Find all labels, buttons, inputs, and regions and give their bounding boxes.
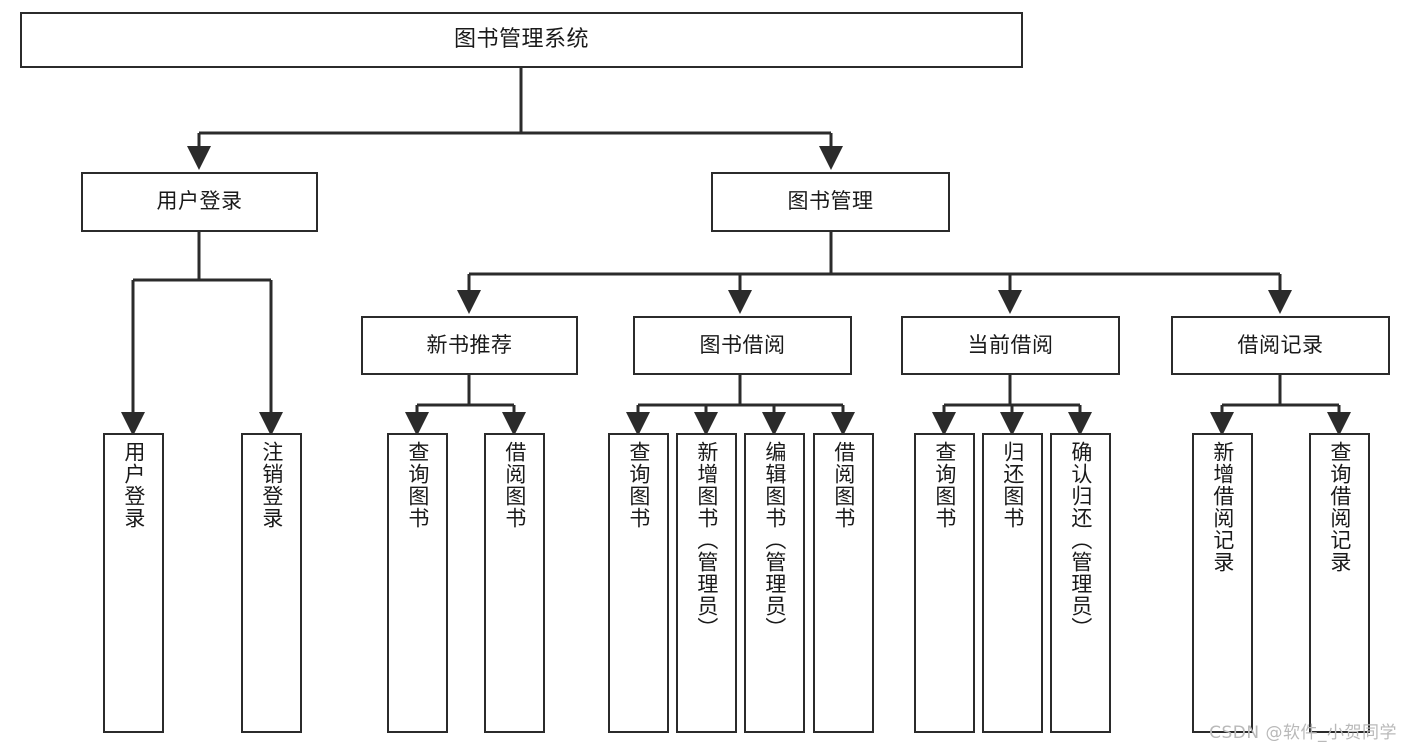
leaf-current-borrow-return-label: 归还图书 bbox=[1000, 441, 1025, 529]
node-root[interactable]: 图书管理系统 bbox=[20, 12, 1023, 68]
csdn-watermark: CSDN @软件_小贺同学 bbox=[1209, 723, 1397, 743]
leaf-new-book-query-label: 查询图书 bbox=[405, 441, 430, 529]
leaf-new-book-borrow-label: 借阅图书 bbox=[502, 441, 527, 529]
leaf-current-borrow-query[interactable]: 查询图书 bbox=[914, 433, 975, 733]
node-book-management-label: 图书管理 bbox=[787, 189, 874, 214]
node-borrow-record-label: 借阅记录 bbox=[1237, 332, 1324, 357]
node-current-borrow[interactable]: 当前借阅 bbox=[901, 316, 1120, 375]
leaf-current-borrow-return[interactable]: 归还图书 bbox=[982, 433, 1043, 733]
node-new-book-recommend-label: 新书推荐 bbox=[426, 332, 513, 357]
leaf-borrow-record-query-label: 查询借阅记录 bbox=[1327, 441, 1352, 573]
leaf-current-borrow-confirm-label: 确认归还（管理员） bbox=[1068, 441, 1093, 639]
node-book-borrow[interactable]: 图书借阅 bbox=[633, 316, 852, 375]
leaf-book-borrow-add-label: 新增图书（管理员） bbox=[694, 441, 719, 639]
leaf-book-borrow-edit[interactable]: 编辑图书（管理员） bbox=[744, 433, 805, 733]
leaf-user-login-logout-label: 注销登录 bbox=[259, 441, 284, 529]
leaf-new-book-query[interactable]: 查询图书 bbox=[387, 433, 448, 733]
node-current-borrow-label: 当前借阅 bbox=[967, 332, 1054, 357]
node-book-borrow-label: 图书借阅 bbox=[699, 332, 786, 357]
leaf-book-borrow-borrow-label: 借阅图书 bbox=[831, 441, 856, 529]
node-root-label: 图书管理系统 bbox=[453, 26, 589, 52]
leaf-user-login-login-label: 用户登录 bbox=[121, 441, 146, 529]
node-user-login[interactable]: 用户登录 bbox=[81, 172, 318, 232]
leaf-user-login-logout[interactable]: 注销登录 bbox=[241, 433, 302, 733]
leaf-current-borrow-query-label: 查询图书 bbox=[932, 441, 957, 529]
leaf-book-borrow-query-label: 查询图书 bbox=[626, 441, 651, 529]
node-new-book-recommend[interactable]: 新书推荐 bbox=[361, 316, 578, 375]
leaf-current-borrow-confirm[interactable]: 确认归还（管理员） bbox=[1050, 433, 1111, 733]
leaf-new-book-borrow[interactable]: 借阅图书 bbox=[484, 433, 545, 733]
leaf-book-borrow-query[interactable]: 查询图书 bbox=[608, 433, 669, 733]
leaf-borrow-record-add[interactable]: 新增借阅记录 bbox=[1192, 433, 1253, 733]
node-book-management[interactable]: 图书管理 bbox=[711, 172, 950, 232]
leaf-book-borrow-add[interactable]: 新增图书（管理员） bbox=[676, 433, 737, 733]
leaf-book-borrow-edit-label: 编辑图书（管理员） bbox=[762, 441, 787, 639]
leaf-book-borrow-borrow[interactable]: 借阅图书 bbox=[813, 433, 874, 733]
node-user-login-label: 用户登录 bbox=[156, 189, 243, 214]
node-borrow-record[interactable]: 借阅记录 bbox=[1171, 316, 1390, 375]
leaf-user-login-login[interactable]: 用户登录 bbox=[103, 433, 164, 733]
leaf-borrow-record-add-label: 新增借阅记录 bbox=[1210, 441, 1235, 573]
leaf-borrow-record-query[interactable]: 查询借阅记录 bbox=[1309, 433, 1370, 733]
